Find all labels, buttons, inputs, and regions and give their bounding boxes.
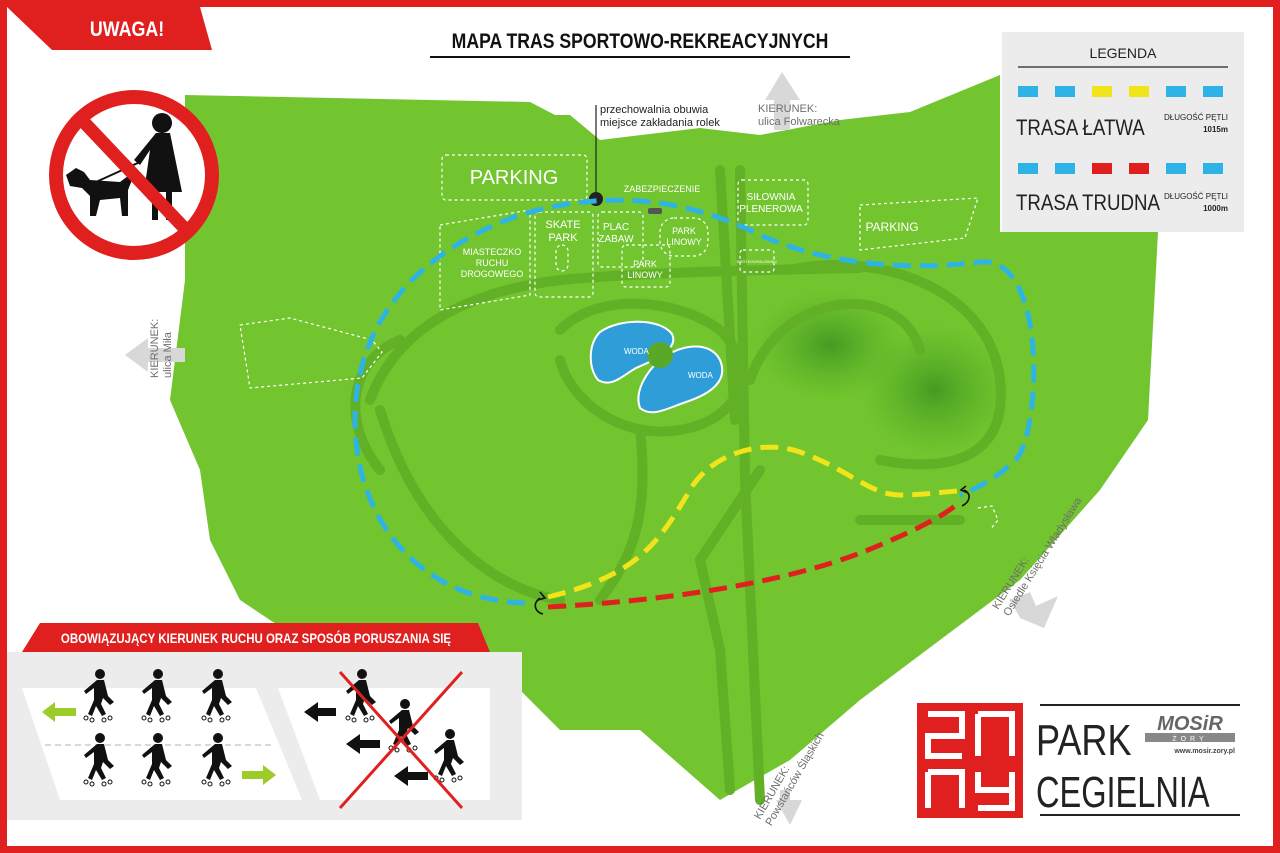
- legend-swatch: [1055, 86, 1075, 97]
- direction-arrow-icon: [125, 338, 185, 372]
- loop-arrow-icon: [534, 485, 970, 615]
- legend-swatch: [1055, 163, 1075, 174]
- small-building-label: KRÓTKOOFALOWIEC: [737, 259, 778, 264]
- direction-arrow-icon: [1010, 592, 1058, 628]
- legend-hard-swatches: [1018, 163, 1223, 174]
- parking-main-label: PARKING: [470, 167, 559, 189]
- route-yellow-segment: [547, 444, 959, 600]
- direction-arrow-icon: [242, 765, 276, 785]
- direction-north: KIERUNEK:ulica Folwarecka: [758, 72, 841, 130]
- legend-swatch: [1129, 163, 1149, 174]
- legend-swatch: [1018, 86, 1038, 97]
- rules-banner-text: OBOWIĄZUJĄCY KIERUNEK RUCHU ORAZ SPOSÓB …: [61, 630, 452, 646]
- legend-hard-name: TRASA TRUDNA: [1016, 192, 1160, 216]
- legend-swatch: [1203, 86, 1223, 97]
- park-grass-area: [170, 75, 1158, 800]
- facility-outlines: [239, 154, 979, 389]
- legend-swatch: [1092, 86, 1112, 97]
- direction-north-label: KIERUNEK:ulica Folwarecka: [758, 103, 841, 128]
- legend-hard-length: 1000m: [1203, 204, 1228, 213]
- barrier-marker: [648, 208, 662, 214]
- warning-banner: [7, 7, 212, 50]
- park-logo: PARK CEGIELNIA MOSiR ŻORY www.mosir.zory…: [917, 703, 1240, 818]
- legend-easy-name: TRASA ŁATWA: [1016, 117, 1145, 141]
- legend-easy-length-label: DŁUGOŚĆ PĘTLI: [1164, 113, 1228, 122]
- zory-logo-mark: [917, 703, 1023, 818]
- water-pond-1: [589, 320, 675, 384]
- mosir-url-text: www.mosir.zory.pl: [1173, 748, 1235, 755]
- direction-west: KIERUNEK:ulica Miła: [125, 319, 185, 378]
- legend-swatch: [1092, 163, 1112, 174]
- legend-heading: LEGENDA: [1090, 45, 1158, 61]
- legend-easy-length: 1015m: [1203, 125, 1228, 134]
- hill-shade: [860, 325, 1010, 455]
- map-title: MAPA TRAS SPORTOWO-REKREACYJNYCH: [452, 30, 829, 54]
- parking-east-label: PARKING: [865, 220, 918, 234]
- rules-panel: OBOWIĄZUJĄCY KIERUNEK RUCHU ORAZ SPOSÓB …: [7, 623, 522, 820]
- logo-park-text: PARK: [1036, 716, 1132, 765]
- mosir-logo-text: MOSiR: [1157, 713, 1223, 735]
- route-red-segment: [547, 500, 962, 610]
- legend-swatch: [1129, 86, 1149, 97]
- direction-arrow-icon: [765, 72, 800, 130]
- direction-arrow-icon: [346, 734, 380, 754]
- legend-easy-swatches: [1018, 86, 1223, 97]
- direction-west-label: KIERUNEK:ulica Miła: [149, 319, 174, 378]
- no-dogs-icon: [49, 90, 219, 260]
- water-label-2: WODA: [688, 371, 714, 380]
- mosir-city-text: ŻORY: [1172, 734, 1207, 743]
- legend-hard-length-label: DŁUGOŚĆ PĘTLI: [1164, 192, 1228, 201]
- direction-arrow-icon: [394, 766, 428, 786]
- logo-cegielnia-text: CEGIELNIA: [1036, 768, 1210, 817]
- legend-swatch: [1166, 163, 1186, 174]
- warning-text: UWAGA!: [90, 18, 164, 42]
- direction-arrow-icon: [776, 790, 802, 825]
- footpaths: [350, 165, 1006, 805]
- zory-logo-glyph: [925, 711, 1015, 811]
- legend-swatch: [1018, 163, 1038, 174]
- direction-arrow-icon: [304, 702, 336, 722]
- zabezpieczenie-label: ZABEZPIECZENIE: [624, 184, 701, 194]
- cross-icon: [338, 670, 464, 810]
- legend-swatch: [1166, 86, 1186, 97]
- path-outline: [977, 505, 999, 531]
- route-blue-loop: [352, 197, 1037, 606]
- water-label-1: WODA: [624, 347, 650, 356]
- legend-swatch: [1203, 163, 1223, 174]
- direction-arrow-icon: [42, 702, 76, 722]
- legend-panel: LEGENDA TRASA ŁATWA DŁUGOŚĆ PĘTLI 1015m …: [1002, 32, 1244, 232]
- island: [647, 342, 673, 368]
